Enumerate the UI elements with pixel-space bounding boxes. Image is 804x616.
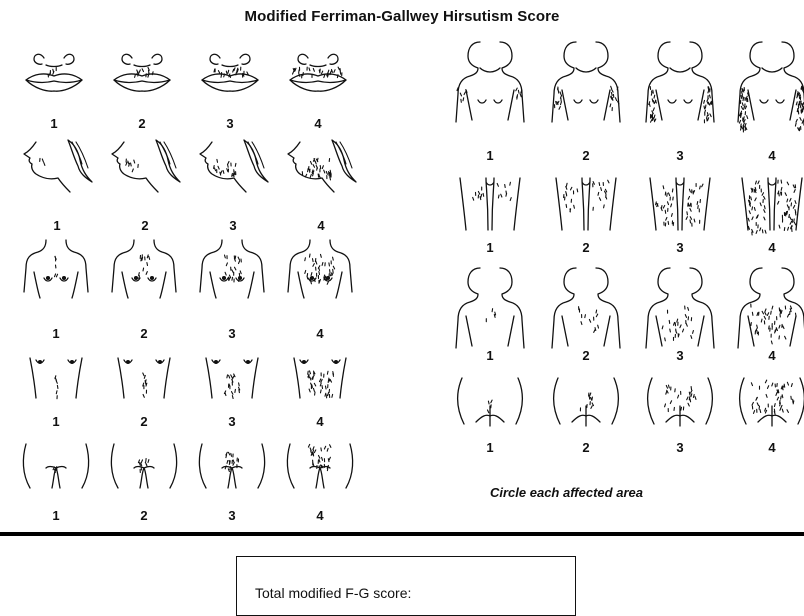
upper-abdomen-grade-1-illustration[interactable]: [22, 356, 90, 400]
upper-arm-grade-3-illustration[interactable]: [646, 40, 714, 140]
upper-lip-grade-3-illustration[interactable]: [198, 50, 262, 94]
chin-grade-4-illustration[interactable]: [286, 136, 356, 198]
chest-grade-2-illustration[interactable]: [110, 238, 178, 302]
lower-back-grade-4-illustration[interactable]: [738, 376, 804, 428]
chest-grade-label: 4: [305, 326, 335, 341]
upper-back-grade-label: 3: [665, 348, 695, 363]
chin-grade-label: 3: [218, 218, 248, 233]
thigh-grade-4-illustration[interactable]: [738, 176, 804, 232]
upper-arm-grade-2-illustration[interactable]: [552, 40, 620, 140]
lower-back-grade-1-illustration[interactable]: [456, 376, 524, 428]
chin-grade-3-illustration[interactable]: [198, 136, 268, 198]
lower-back-grade-label: 4: [757, 440, 787, 455]
upper-lip-grade-label: 2: [127, 116, 157, 131]
lower-abdomen-grade-3-illustration[interactable]: [198, 440, 266, 492]
page-title: Modified Ferriman-Gallwey Hirsutism Scor…: [0, 8, 804, 25]
upper-back-grade-3-illustration[interactable]: [646, 266, 714, 346]
upper-abdomen-grade-label: 4: [305, 414, 335, 429]
lower-abdomen-grade-4-illustration[interactable]: [286, 440, 354, 492]
upper-arm-grade-label: 3: [665, 148, 695, 163]
lower-abdomen-grade-label: 4: [305, 508, 335, 523]
upper-arm-grade-1-illustration[interactable]: [456, 40, 524, 140]
total-score-label: Total modified F-G score:: [255, 585, 411, 601]
upper-back-grade-1-illustration[interactable]: [456, 266, 524, 346]
chest-grade-label: 1: [41, 326, 71, 341]
upper-lip-grade-label: 1: [39, 116, 69, 131]
upper-abdomen-grade-2-illustration[interactable]: [110, 356, 178, 400]
upper-arm-grade-label: 2: [571, 148, 601, 163]
upper-abdomen-grade-3-illustration[interactable]: [198, 356, 266, 400]
chin-grade-2-illustration[interactable]: [110, 136, 180, 198]
chin-grade-label: 2: [130, 218, 160, 233]
upper-abdomen-grade-4-illustration[interactable]: [286, 356, 354, 400]
lower-abdomen-grade-label: 2: [129, 508, 159, 523]
thigh-grade-label: 1: [475, 240, 505, 255]
lower-abdomen-grade-2-illustration[interactable]: [110, 440, 178, 492]
upper-arm-grade-4-illustration[interactable]: [738, 40, 804, 140]
thigh-grade-label: 3: [665, 240, 695, 255]
lower-abdomen-grade-label: 1: [41, 508, 71, 523]
upper-lip-grade-1-illustration[interactable]: [22, 50, 86, 94]
divider: [0, 532, 804, 536]
chest-grade-4-illustration[interactable]: [286, 238, 354, 302]
thigh-grade-1-illustration[interactable]: [456, 176, 524, 232]
upper-back-grade-label: 4: [757, 348, 787, 363]
upper-abdomen-grade-label: 3: [217, 414, 247, 429]
chin-grade-label: 1: [42, 218, 72, 233]
chest-grade-3-illustration[interactable]: [198, 238, 266, 302]
lower-abdomen-grade-label: 3: [217, 508, 247, 523]
chin-grade-1-illustration[interactable]: [22, 136, 92, 198]
chest-grade-label: 2: [129, 326, 159, 341]
lower-abdomen-grade-1-illustration[interactable]: [22, 440, 90, 492]
total-score-box[interactable]: Total modified F-G score:: [236, 556, 576, 616]
thigh-grade-label: 2: [571, 240, 601, 255]
lower-back-grade-label: 1: [475, 440, 505, 455]
upper-back-grade-label: 2: [571, 348, 601, 363]
thigh-grade-2-illustration[interactable]: [552, 176, 620, 232]
lower-back-grade-label: 2: [571, 440, 601, 455]
upper-back-grade-2-illustration[interactable]: [552, 266, 620, 346]
lower-back-grade-label: 3: [665, 440, 695, 455]
chest-grade-label: 3: [217, 326, 247, 341]
upper-abdomen-grade-label: 2: [129, 414, 159, 429]
upper-back-grade-label: 1: [475, 348, 505, 363]
upper-lip-grade-label: 4: [303, 116, 333, 131]
instruction-text: Circle each affected area: [490, 485, 643, 500]
lower-back-grade-3-illustration[interactable]: [646, 376, 714, 428]
upper-lip-grade-4-illustration[interactable]: [286, 50, 350, 94]
chin-grade-label: 4: [306, 218, 336, 233]
upper-arm-grade-label: 1: [475, 148, 505, 163]
thigh-grade-3-illustration[interactable]: [646, 176, 714, 232]
thigh-grade-label: 4: [757, 240, 787, 255]
upper-abdomen-grade-label: 1: [41, 414, 71, 429]
lower-back-grade-2-illustration[interactable]: [552, 376, 620, 428]
upper-back-grade-4-illustration[interactable]: [738, 266, 804, 346]
upper-arm-grade-label: 4: [757, 148, 787, 163]
chest-grade-1-illustration[interactable]: [22, 238, 90, 302]
upper-lip-grade-label: 3: [215, 116, 245, 131]
upper-lip-grade-2-illustration[interactable]: [110, 50, 174, 94]
